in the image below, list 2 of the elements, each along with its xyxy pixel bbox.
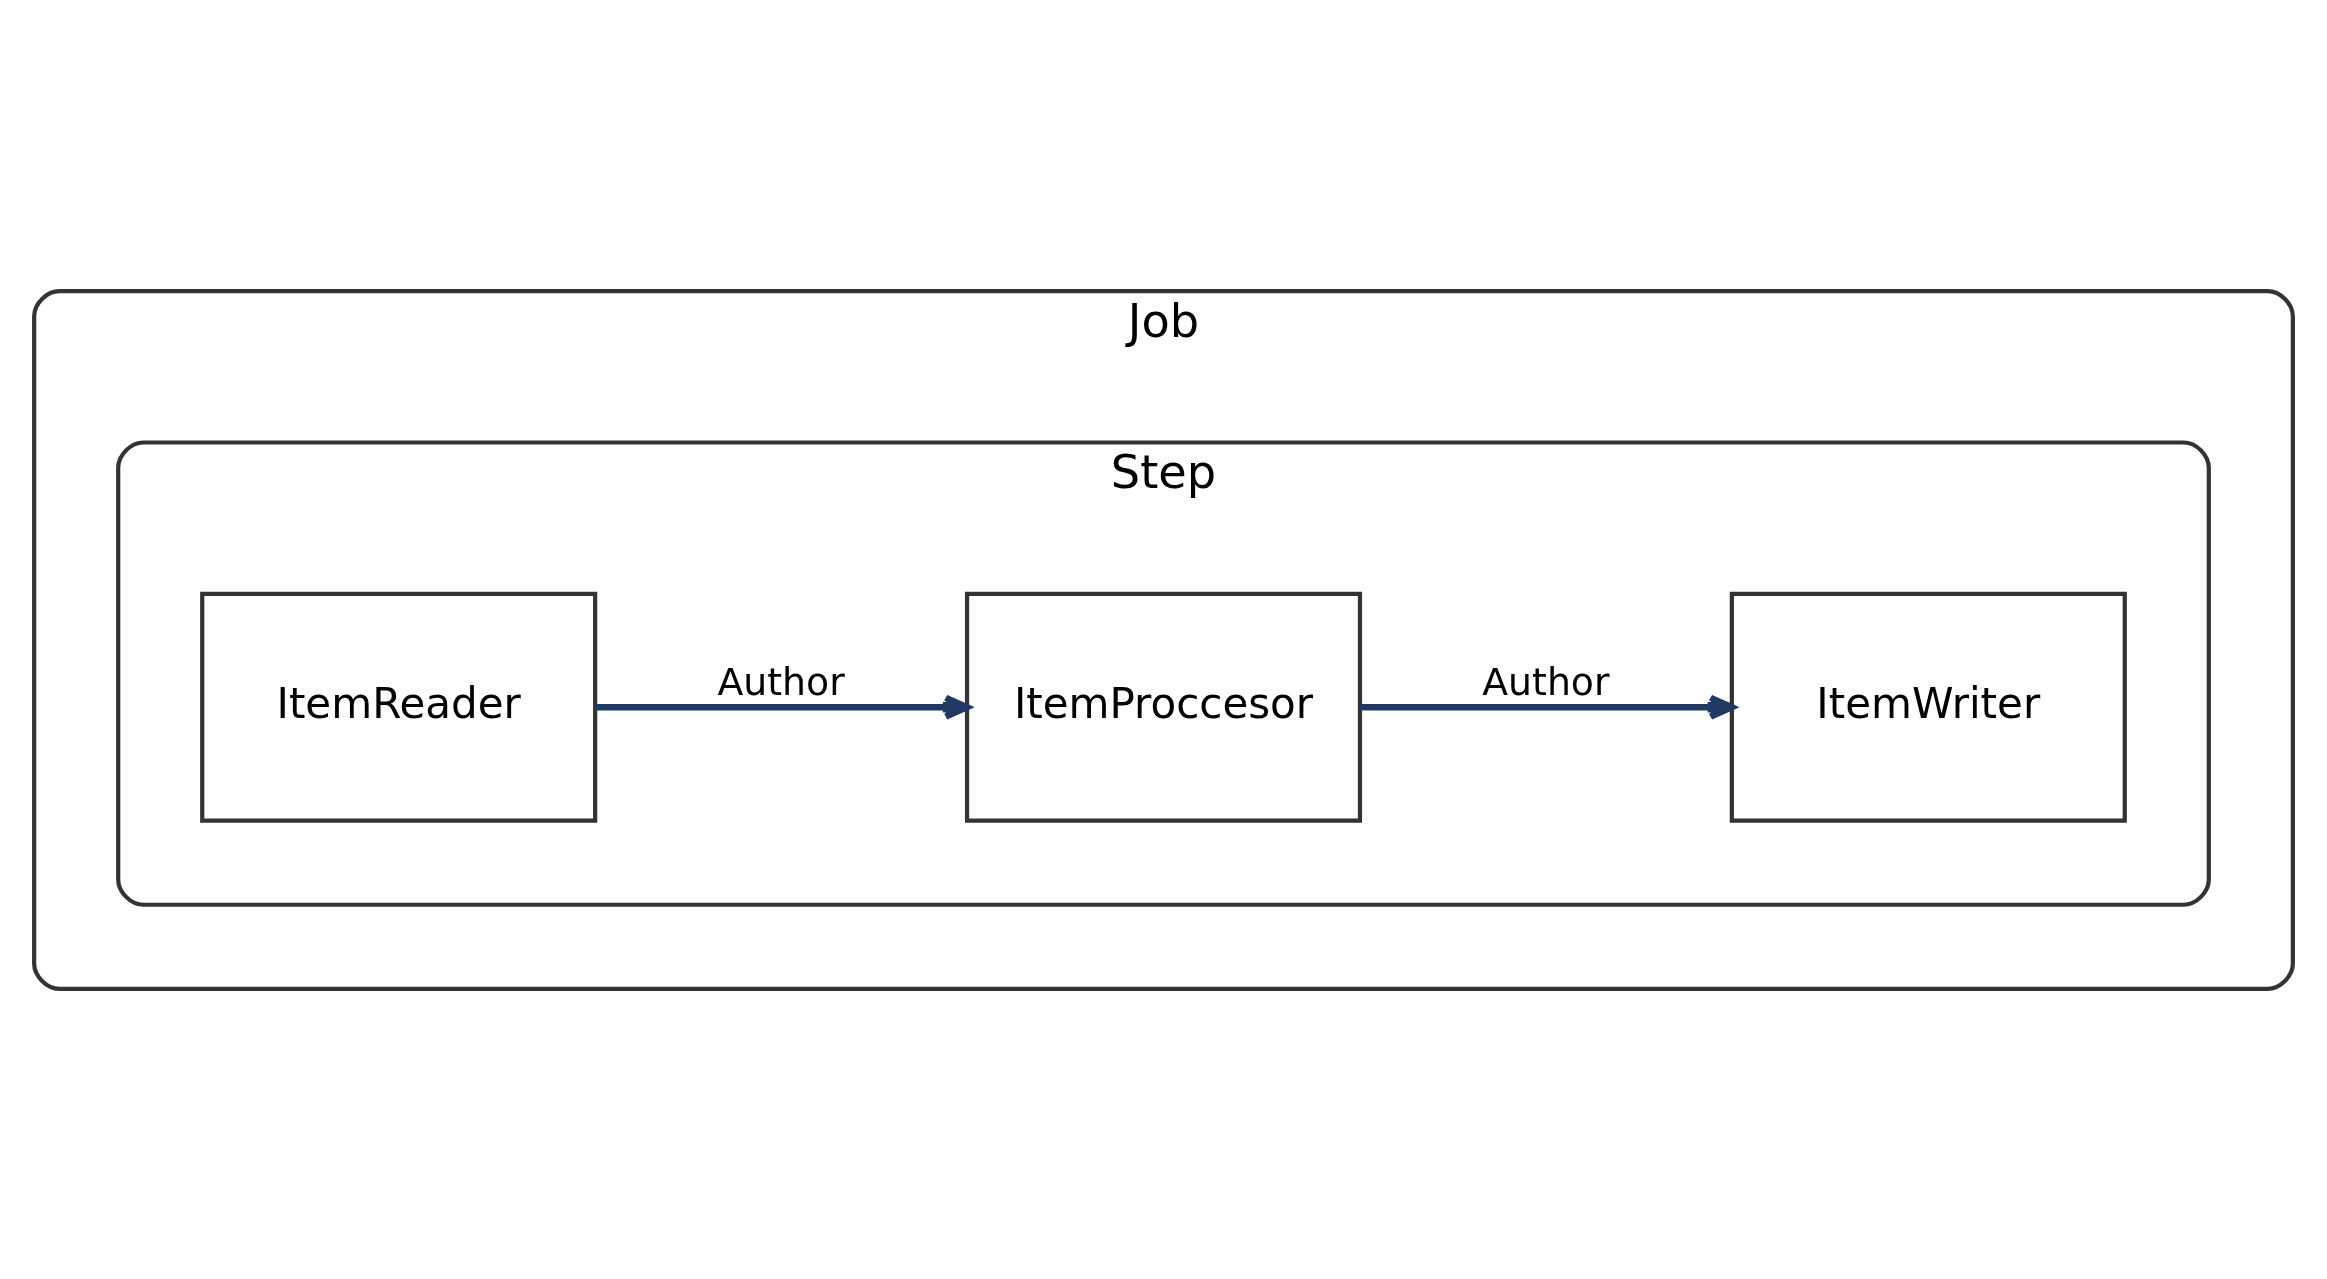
edge-label: Author [717,659,845,704]
edge-label: Author [1482,659,1610,704]
